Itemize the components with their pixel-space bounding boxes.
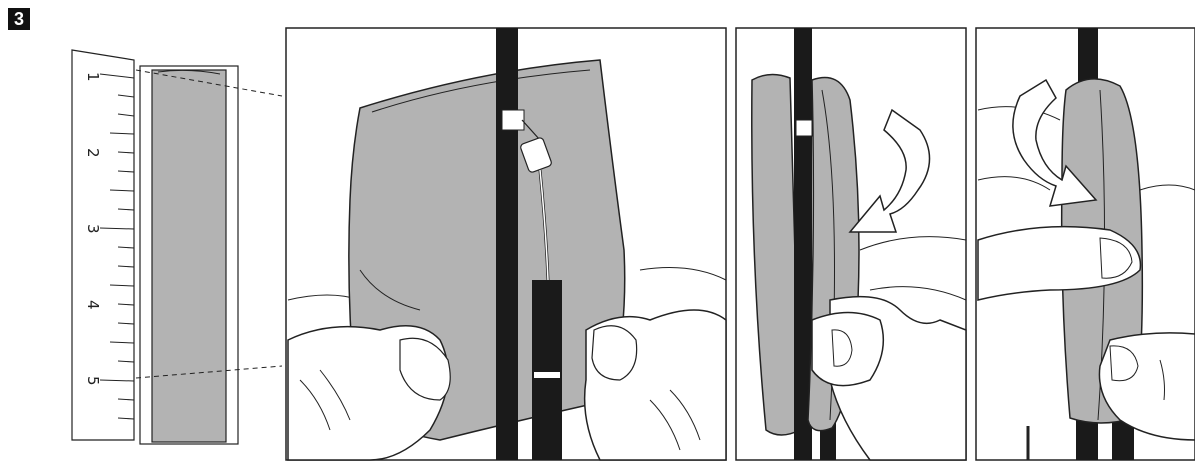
panel-wrap-close: [976, 28, 1195, 460]
ruler-label-5: 5: [84, 376, 102, 386]
ruler-detail: 1 2 3 4 5: [72, 50, 282, 444]
ruler-label-4: 4: [84, 300, 102, 310]
ruler-label-3: 3: [84, 224, 102, 234]
panel-wrap-fold: [736, 28, 966, 460]
panel-wrap-front: [286, 28, 726, 460]
ruler-label-2: 2: [84, 148, 102, 158]
ruler-label-1: 1: [84, 72, 102, 82]
